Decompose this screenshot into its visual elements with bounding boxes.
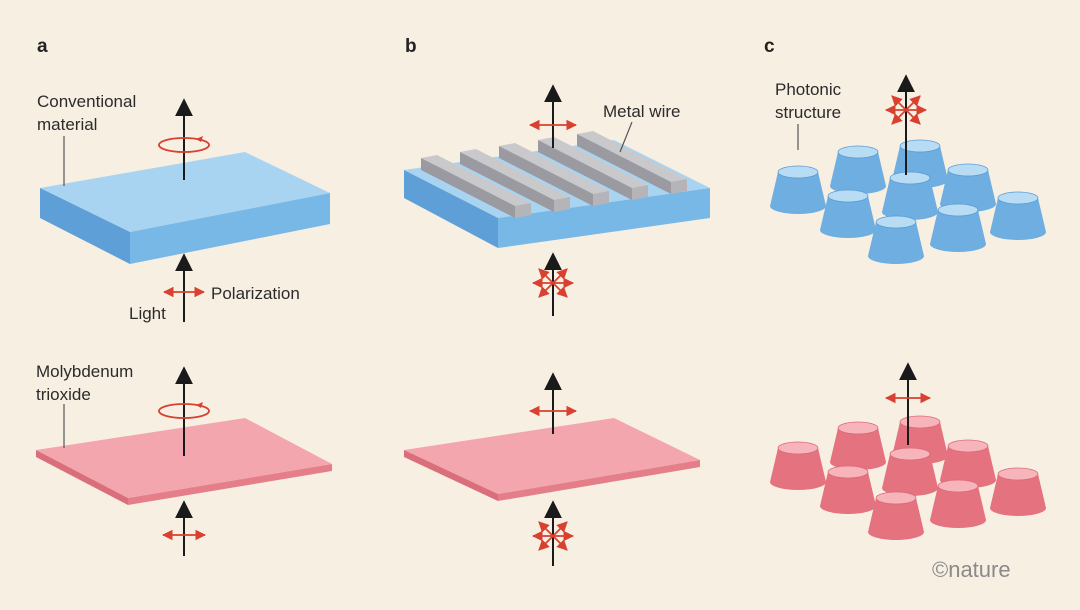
metal-wire-label: Metal wire (603, 102, 680, 121)
metal-wires (421, 131, 687, 218)
circular-polarization-icon (158, 136, 210, 153)
photonic-cone (990, 467, 1046, 516)
photonic-cone (882, 447, 938, 496)
circular-polarization-icon (158, 402, 210, 419)
photonic-cone (868, 215, 924, 264)
nature-credit: ©nature (932, 557, 1011, 582)
unpolarized-star-icon (531, 521, 575, 551)
polarization-label: Polarization (211, 284, 300, 303)
photonic-cone (820, 189, 876, 238)
photonic-cone (830, 145, 886, 194)
metal-wire-leader (619, 121, 633, 153)
photonic-cone (882, 171, 938, 220)
photonic-structure-blue (770, 139, 1046, 264)
photonic-cone (930, 203, 986, 252)
molybdenum-trioxide-sheet-b (404, 418, 700, 501)
metal-wire (577, 131, 687, 194)
unpolarized-star-icon (531, 268, 575, 298)
conventional-material-label: Conventional material (37, 92, 141, 134)
photonic-cone (770, 441, 826, 490)
photonic-cone (830, 421, 886, 470)
molybdenum-trioxide-label: Molybdenum trioxide (36, 362, 138, 404)
panel-a-letter: a (37, 36, 48, 57)
panel-c-letter: c (764, 36, 775, 57)
photonic-cone (770, 165, 826, 214)
metal-wire (499, 143, 609, 206)
panel-a: a Conventional material Polarization Lig… (36, 36, 332, 556)
panel-b: b Metal wire (404, 36, 710, 566)
photonic-cone (868, 491, 924, 540)
photonic-structure-pink (770, 415, 1046, 540)
metal-wire (460, 149, 570, 212)
unpolarized-star-icon (884, 95, 928, 125)
photonic-cone (820, 465, 876, 514)
metal-wire (421, 155, 531, 218)
light-label: Light (129, 304, 166, 323)
panel-b-letter: b (405, 36, 417, 57)
photonic-cone (990, 191, 1046, 240)
molybdenum-trioxide-sheet (36, 418, 332, 505)
metal-wire (538, 137, 648, 200)
photonic-cone (930, 479, 986, 528)
panel-c: c Photonic structure (764, 36, 1046, 540)
photonic-cone (940, 439, 996, 488)
conventional-material-slab (40, 152, 330, 264)
photonic-cone (940, 163, 996, 212)
photonic-structure-label: Photonic structure (775, 80, 846, 122)
